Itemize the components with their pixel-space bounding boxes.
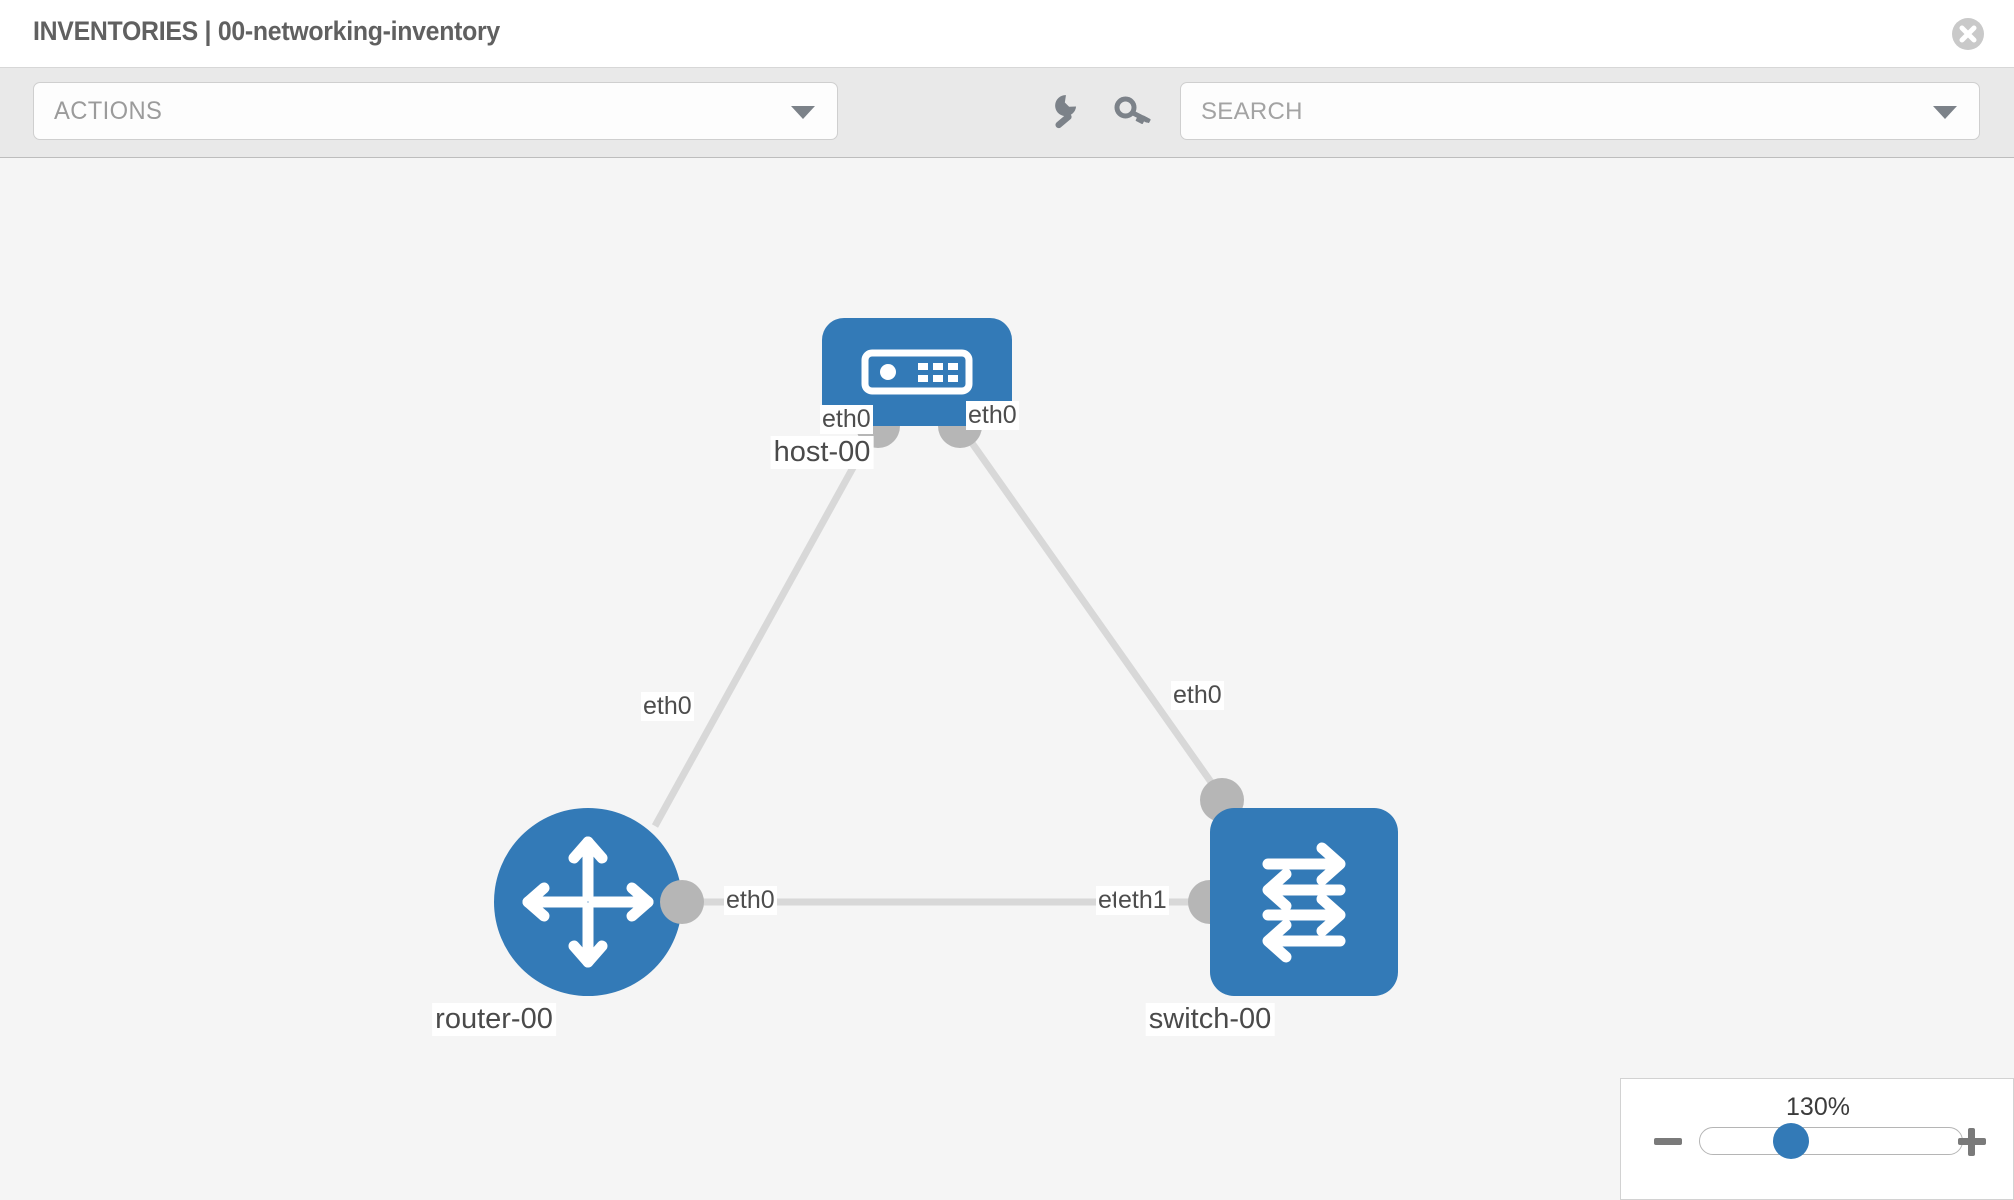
port-router-right[interactable] bbox=[660, 880, 704, 924]
zoom-slider-track[interactable] bbox=[1699, 1127, 1963, 1155]
router-arrows-icon bbox=[522, 836, 654, 968]
wrench-icon[interactable] bbox=[1040, 90, 1084, 134]
zoom-slider-thumb[interactable] bbox=[1773, 1123, 1809, 1159]
server-icon bbox=[861, 349, 973, 395]
key-glyph bbox=[1114, 96, 1151, 125]
toolbar: ACTIONS SEARCH bbox=[0, 68, 2014, 158]
page-title: INVENTORIES | 00-networking-inventory bbox=[33, 16, 500, 46]
edge-label-router-right: eth0 bbox=[724, 886, 777, 915]
close-x-glyph bbox=[1959, 25, 1977, 43]
actions-dropdown[interactable]: ACTIONS bbox=[33, 82, 838, 140]
key-icon[interactable] bbox=[1110, 90, 1154, 134]
search-placeholder: SEARCH bbox=[1201, 98, 1303, 125]
chevron-down-icon bbox=[791, 106, 815, 119]
topology-canvas[interactable]: host-00 router-00 bbox=[0, 158, 2014, 1200]
actions-dropdown-label: ACTIONS bbox=[54, 97, 163, 125]
node-switch-label: switch-00 bbox=[1145, 1003, 1275, 1036]
zoom-control-panel: 130% bbox=[1620, 1078, 2014, 1200]
topology-links bbox=[651, 423, 1245, 906]
node-router-shape bbox=[494, 808, 682, 996]
node-host-label: host-00 bbox=[770, 436, 874, 469]
switch-arrows-icon bbox=[1262, 842, 1346, 963]
search-input[interactable]: SEARCH bbox=[1180, 82, 1980, 140]
zoom-in-button[interactable] bbox=[1955, 1125, 1989, 1159]
node-switch-shape bbox=[1210, 808, 1398, 996]
page-header: INVENTORIES | 00-networking-inventory bbox=[0, 0, 2014, 68]
zoom-out-button[interactable] bbox=[1651, 1125, 1685, 1159]
node-router-label: router-00 bbox=[432, 1003, 556, 1036]
edge-label-router-up: eth0 bbox=[641, 692, 694, 721]
link-host-switch bbox=[957, 423, 1245, 829]
wrench-glyph bbox=[1055, 95, 1077, 129]
edge-label-host-right: eth0 bbox=[966, 401, 1019, 430]
link-host-router bbox=[651, 424, 880, 828]
edge-label-host-left: eth0 bbox=[820, 405, 873, 434]
close-icon[interactable] bbox=[1952, 18, 1984, 50]
edge-label-switch-left: eth1 bbox=[1116, 886, 1169, 915]
edge-label-switch-up: eth0 bbox=[1171, 681, 1224, 710]
chevron-down-icon[interactable] bbox=[1933, 106, 1957, 119]
zoom-level-label: 130% bbox=[1786, 1093, 1850, 1121]
